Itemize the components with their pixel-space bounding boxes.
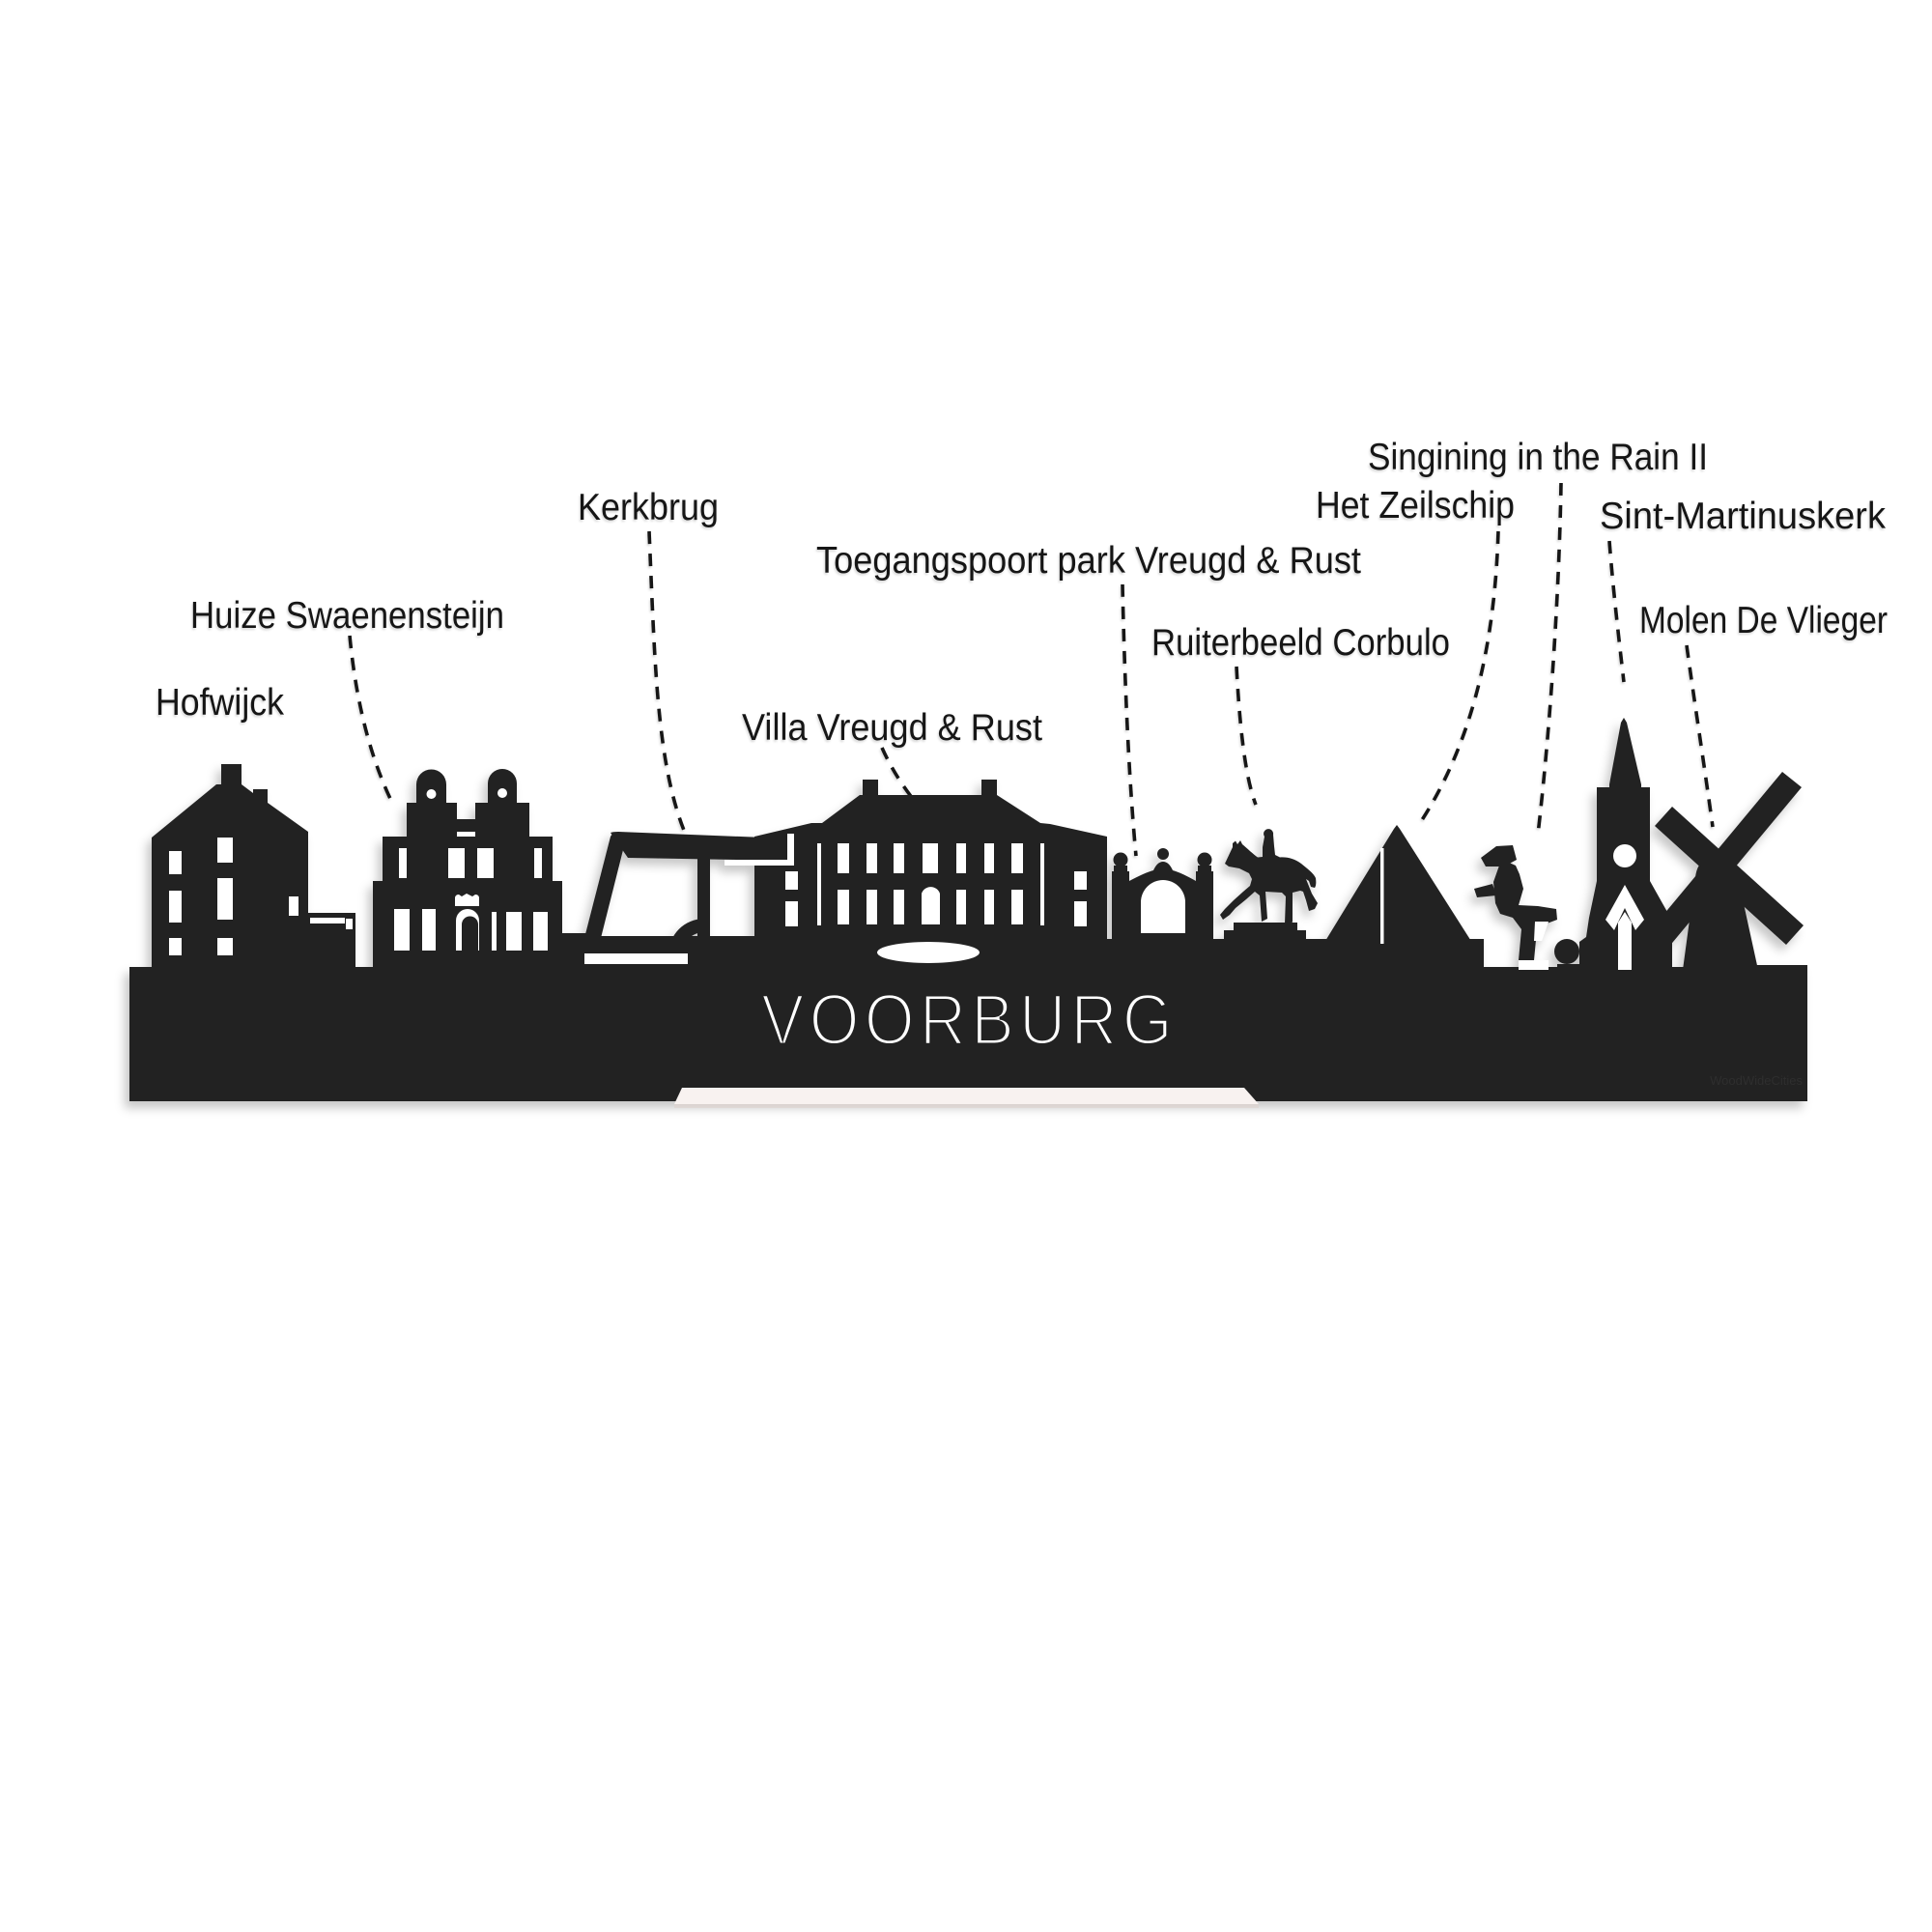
svg-text:Ruiterbeeld Corbulo: Ruiterbeeld Corbulo bbox=[1151, 622, 1450, 664]
svg-text:Villa Vreugd & Rust: Villa Vreugd & Rust bbox=[742, 707, 1042, 749]
svg-text:Singining in the Rain II: Singining in the Rain II bbox=[1368, 437, 1708, 478]
svg-text:Hofwijck: Hofwijck bbox=[156, 682, 284, 724]
svg-text:Sint-Martinuskerk: Sint-Martinuskerk bbox=[1600, 496, 1886, 537]
svg-text:Toegangspoort park Vreugd & Ru: Toegangspoort park Vreugd & Rust bbox=[816, 540, 1361, 582]
svg-text:Huize Swaenensteijn: Huize Swaenensteijn bbox=[190, 595, 504, 637]
svg-text:Het Zeilschip: Het Zeilschip bbox=[1316, 485, 1515, 526]
svg-text:VOORBURG: VOORBURG bbox=[761, 980, 1178, 1060]
svg-text:WoodWideCities: WoodWideCities bbox=[1710, 1073, 1803, 1088]
svg-text:Molen De Vlieger: Molen De Vlieger bbox=[1639, 600, 1888, 641]
svg-text:Kerkbrug: Kerkbrug bbox=[578, 487, 719, 528]
